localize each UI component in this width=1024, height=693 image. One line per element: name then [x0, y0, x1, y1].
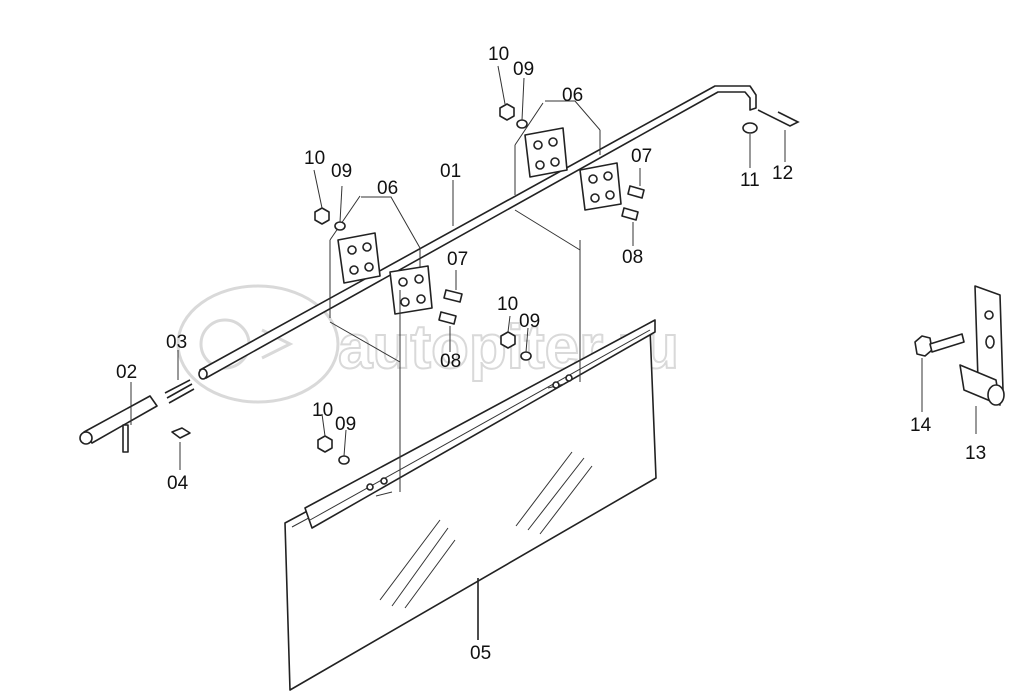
- hinge-assembly-right: [514, 102, 622, 211]
- callout-07-right: 07: [631, 146, 652, 167]
- callout-14: 14: [910, 415, 932, 436]
- callout-10-bottom: 10: [312, 400, 333, 421]
- callout-06-right: 06: [562, 85, 583, 106]
- callout-07-left: 07: [447, 249, 468, 270]
- nuts-and-washers: [314, 103, 532, 465]
- callout-10-left: 10: [304, 148, 325, 169]
- callout-11: 11: [740, 170, 760, 191]
- callout-03: 03: [166, 332, 187, 353]
- leader-lines: [130, 65, 977, 470]
- callout-09-bottom: 09: [335, 414, 356, 435]
- latch-pin-assembly: [79, 379, 195, 453]
- callout-06-left: 06: [377, 178, 398, 199]
- callout-02: 02: [116, 362, 137, 383]
- callout-09-top: 09: [513, 59, 534, 80]
- rod-end-fittings: [742, 109, 800, 134]
- callout-08-left: 08: [440, 351, 461, 372]
- rod-01: [198, 85, 757, 380]
- callout-04: 04: [167, 473, 189, 494]
- callout-09-middle: 09: [519, 311, 540, 332]
- callout-12: 12: [772, 163, 793, 184]
- callout-10-middle: 10: [497, 294, 518, 315]
- callout-01: 01: [440, 161, 461, 182]
- hinge-bolts: [438, 185, 645, 325]
- callout-13: 13: [965, 443, 986, 464]
- callout-05: 05: [470, 643, 491, 664]
- bracket-assembly: [914, 285, 1005, 406]
- callout-09-left: 09: [331, 161, 352, 182]
- callout-08-right: 08: [622, 247, 643, 268]
- callout-labels: 01 02 03 04 05 06 06 07 07 08 08 09 09 0…: [116, 44, 986, 664]
- callout-10-top: 10: [488, 44, 509, 65]
- glass-panel-05: [284, 209, 657, 691]
- hinge-assembly-left: [329, 195, 433, 318]
